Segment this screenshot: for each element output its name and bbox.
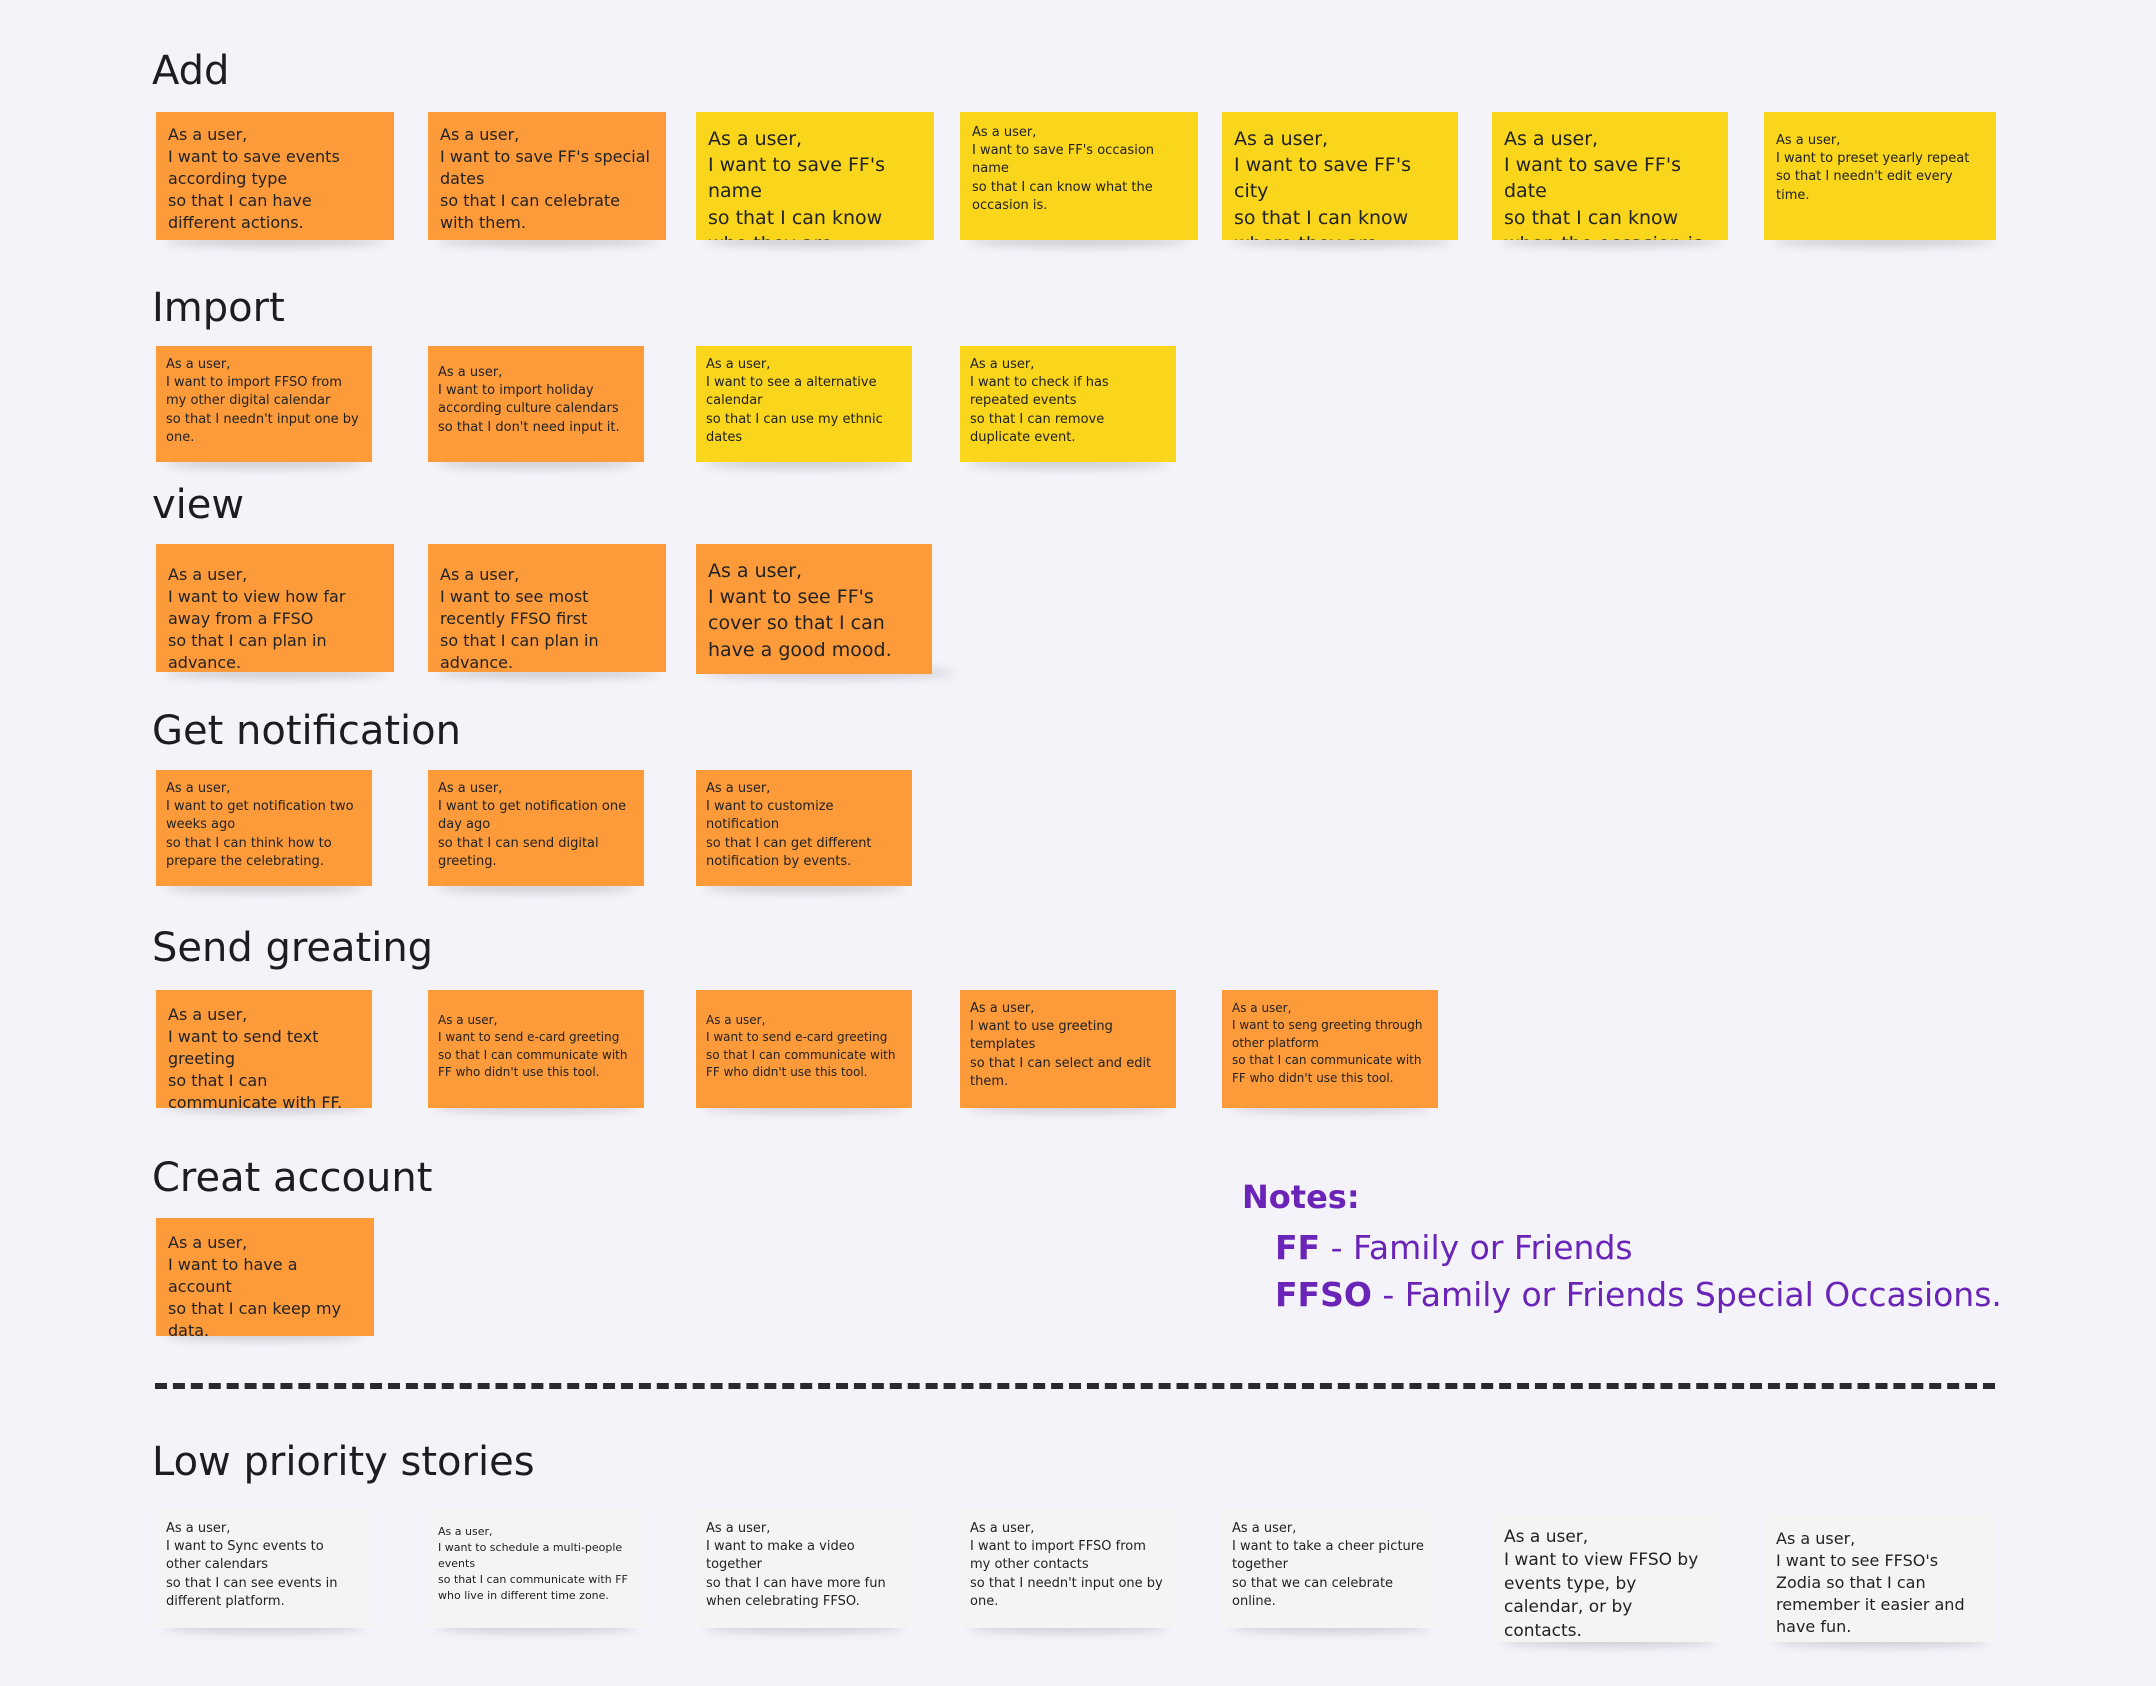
notes-text: - Family or Friends Special Occasions. (1371, 1275, 2002, 1314)
sticky-note[interactable]: As a user, I want to schedule a multi-pe… (428, 1510, 644, 1628)
sticky-note[interactable]: As a user, I want to save FF's date so t… (1492, 112, 1728, 240)
section-title-import: Import (152, 285, 285, 331)
sticky-note[interactable]: As a user, I want to view how far away f… (156, 544, 394, 672)
sticky-note[interactable]: As a user, I want to save FF's city so t… (1222, 112, 1458, 240)
notes-text: - Family or Friends (1320, 1228, 1633, 1267)
sticky-note[interactable]: As a user, I want to send e-card greetin… (428, 990, 644, 1108)
dashed-divider (155, 1383, 1995, 1389)
section-title-notification: Get notification (152, 708, 461, 754)
sticky-note[interactable]: As a user, I want to take a cheer pictur… (1222, 1510, 1438, 1628)
sticky-note[interactable]: As a user, I want to get notification tw… (156, 770, 372, 886)
sticky-note[interactable]: As a user, I want to save events accordi… (156, 112, 394, 240)
sticky-note[interactable]: As a user, I want to customize notificat… (696, 770, 912, 886)
sticky-note[interactable]: As a user, I want to preset yearly repea… (1764, 112, 1996, 240)
sticky-note[interactable]: As a user, I want to see most recently F… (428, 544, 666, 672)
sticky-note[interactable]: As a user, I want to see FFSO's Zodia so… (1764, 1514, 1996, 1642)
sticky-note[interactable]: As a user, I want to view FFSO by events… (1492, 1514, 1726, 1642)
notes-item: FF - Family or Friends (1275, 1228, 1633, 1267)
sticky-note[interactable]: As a user, I want to import FFSO from my… (960, 1510, 1176, 1628)
sticky-note[interactable]: As a user, I want to send e-card greetin… (696, 990, 912, 1108)
sticky-note[interactable]: As a user, I want to make a video togeth… (696, 1510, 912, 1628)
sticky-note[interactable]: As a user, I want to save FF's special d… (428, 112, 666, 240)
notes-abbr: FF (1275, 1228, 1321, 1267)
sticky-note[interactable]: As a user, I want to see FF's cover so t… (696, 544, 932, 674)
sticky-note[interactable]: As a user, I want to save FF's name so t… (696, 112, 934, 240)
section-title-low-priority: Low priority stories (152, 1439, 535, 1485)
notes-title: Notes: (1242, 1178, 1360, 1216)
sticky-note[interactable]: As a user, I want to import FFSO from my… (156, 346, 372, 462)
sticky-note[interactable]: As a user, I want to import holiday acco… (428, 346, 644, 462)
sticky-note[interactable]: As a user, I want to check if has repeat… (960, 346, 1176, 462)
sticky-note[interactable]: As a user, I want to use greeting templa… (960, 990, 1176, 1108)
notes-abbr: FFSO (1275, 1275, 1372, 1314)
sticky-note[interactable]: As a user, I want to get notification on… (428, 770, 644, 886)
section-title-add: Add (152, 48, 230, 94)
sticky-note[interactable]: As a user, I want to Sync events to othe… (156, 1510, 372, 1628)
notes-item: FFSO - Family or Friends Special Occasio… (1275, 1275, 2002, 1314)
sticky-note[interactable]: As a user, I want to have a account so t… (156, 1218, 374, 1336)
section-title-greeting: Send greating (152, 925, 434, 971)
sticky-note[interactable]: As a user, I want to save FF's occasion … (960, 112, 1198, 240)
sticky-note[interactable]: As a user, I want to seng greeting throu… (1222, 990, 1438, 1108)
sticky-note[interactable]: As a user, I want to send text greeting … (156, 990, 372, 1108)
section-title-account: Creat account (152, 1155, 433, 1201)
sticky-note[interactable]: As a user, I want to see a alternative c… (696, 346, 912, 462)
section-title-view: view (152, 482, 245, 528)
